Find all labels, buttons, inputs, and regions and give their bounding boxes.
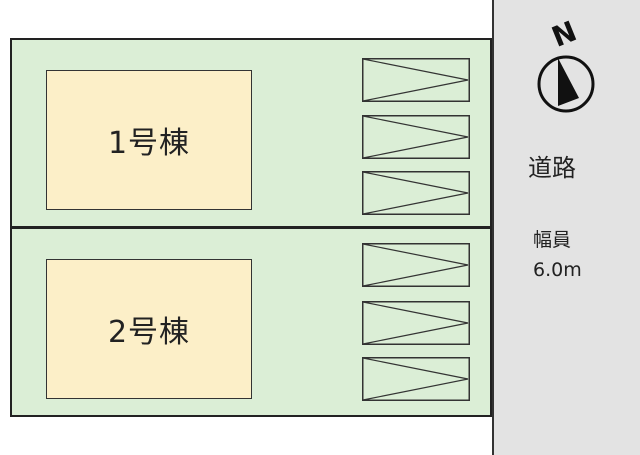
road-width: 幅員 6.0m bbox=[533, 225, 613, 285]
road-width-value: 6.0m bbox=[533, 259, 582, 281]
parking-space bbox=[362, 115, 470, 159]
compass-north-label: N bbox=[547, 20, 581, 54]
road-width-label: 幅員 bbox=[533, 229, 572, 251]
lot-2: 2号棟 bbox=[10, 227, 492, 417]
parking-space bbox=[362, 357, 470, 401]
building-2: 2号棟 bbox=[46, 259, 252, 399]
building-2-label: 2号棟 bbox=[107, 315, 191, 350]
parking-space bbox=[362, 243, 470, 287]
building-1: 1号棟 bbox=[46, 70, 252, 210]
parking-space bbox=[362, 301, 470, 345]
building-1-label: 1号棟 bbox=[107, 126, 191, 161]
lot-1: 1号棟 bbox=[10, 38, 492, 228]
parking-space bbox=[362, 58, 470, 102]
parking-space bbox=[362, 171, 470, 215]
north-arrow-icon: N bbox=[532, 14, 604, 120]
road-label: 道路 bbox=[528, 154, 576, 182]
